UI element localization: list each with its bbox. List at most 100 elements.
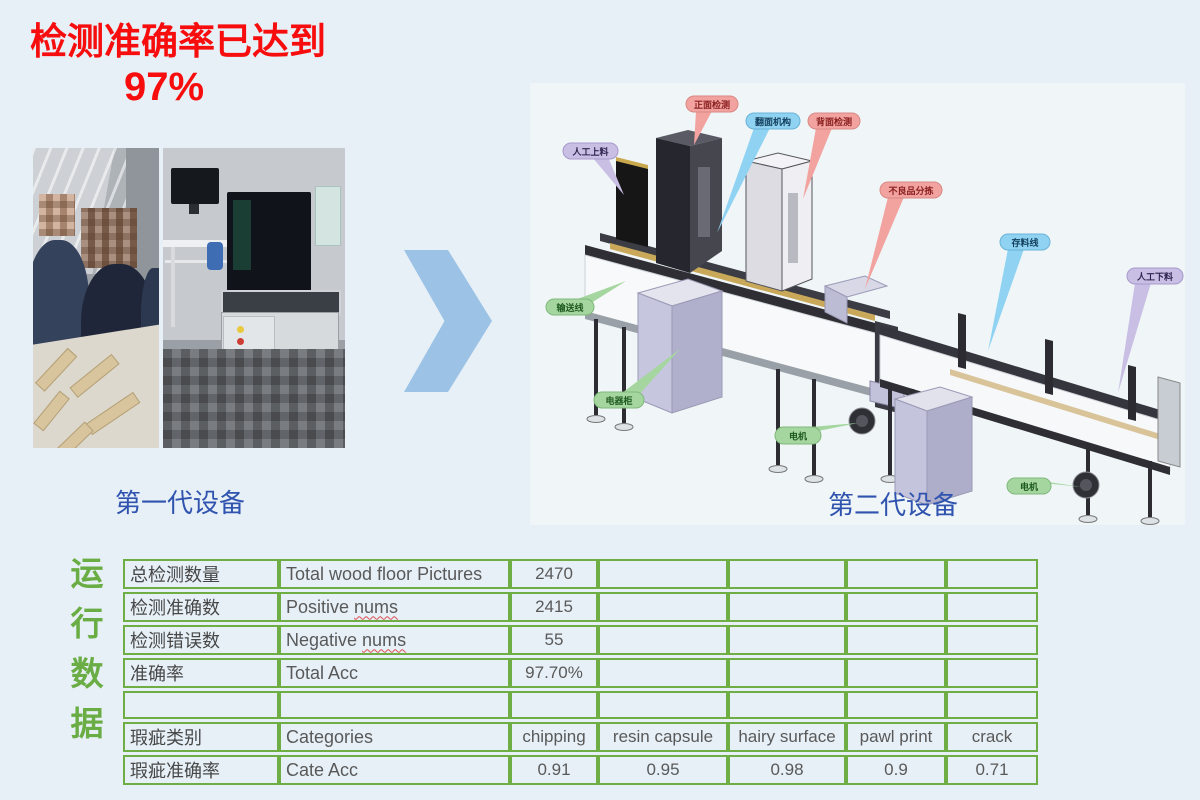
cell-value: [598, 625, 728, 655]
wood-plank: [51, 421, 94, 448]
first-generation-photo-right: [163, 148, 345, 448]
cell-value: hairy surface: [728, 722, 846, 752]
svg-text:正面检测: 正面检测: [694, 99, 730, 110]
cell-value: [598, 691, 728, 719]
cell-value: [728, 625, 846, 655]
desk-shelf: [163, 240, 235, 247]
red-button: [237, 338, 244, 345]
second-generation-caption: 第二代设备: [827, 490, 958, 520]
cell-value: [946, 559, 1038, 589]
front-detect-window: [698, 167, 710, 237]
row-label-zh: 瑕疵准确率: [123, 755, 279, 785]
motor-hub: [856, 415, 868, 427]
leveling-foot: [614, 423, 634, 431]
label-manual-unload: 人工下料: [1118, 267, 1184, 393]
front-detect-left: [656, 138, 690, 273]
svg-text:人工下料: 人工下料: [1136, 271, 1173, 282]
row-label-zh: 总检测数量: [123, 559, 279, 589]
pixelated-face: [39, 194, 75, 236]
machine-leg: [594, 319, 598, 415]
reject-module-front: [824, 285, 848, 324]
cell-value: [946, 658, 1038, 688]
label-manual-feed: 人工上料: [562, 142, 624, 195]
wall-board: [315, 186, 341, 246]
leveling-foot: [1140, 517, 1160, 525]
row-label-en: Categories: [279, 722, 510, 752]
wood-strip: [950, 369, 1170, 443]
unload-end-panel: [1157, 376, 1181, 468]
cell-value: [946, 625, 1038, 655]
label-front-detect: 正面检测: [685, 95, 739, 145]
table-row-empty: [123, 691, 1038, 719]
wood-plank: [69, 353, 120, 398]
back-detect-left: [745, 160, 783, 292]
cell-value: crack: [946, 722, 1038, 752]
cell-value: 55: [510, 625, 598, 655]
leveling-foot: [586, 415, 606, 423]
table-row: 瑕疵类别 Categories chipping resin capsule h…: [123, 722, 1038, 752]
cell-value: 97.70%: [510, 658, 598, 688]
table-row: 瑕疵准确率 Cate Acc 0.91 0.95 0.98 0.9 0.71: [123, 755, 1038, 785]
second-generation-diagram-panel: 人工上料 正面检测 翻面机构 背面检测 不良品分拣 存料线 人工下料 输送线 电: [530, 83, 1185, 525]
panel-highlight: [233, 200, 251, 270]
cell-value: [946, 592, 1038, 622]
cell-value: [846, 691, 946, 719]
divider-post: [958, 313, 966, 369]
run-data-vertical-title: 运行数据: [66, 556, 103, 756]
wood-table: [33, 321, 159, 448]
row-label-en: [279, 691, 510, 719]
cell-value: [598, 592, 728, 622]
row-label-zh: 准确率: [123, 658, 279, 688]
front-detect-top: [656, 130, 722, 146]
machine-leg: [776, 369, 780, 465]
first-generation-caption: 第一代设备: [114, 488, 245, 518]
svg-text:电机: 电机: [1020, 481, 1038, 492]
leveling-foot: [1078, 515, 1098, 523]
front-rail: [585, 245, 875, 333]
cell-value: [598, 658, 728, 688]
leveling-foot: [768, 465, 788, 473]
slide-title: 检测准确率已达到 97%: [30, 20, 326, 111]
svg-text:电器柜: 电器柜: [605, 395, 632, 406]
table-row: 准确率 Total Acc 97.70%: [123, 658, 1038, 688]
motor-hub: [1080, 479, 1092, 491]
label-electric-cabinet: 电器柜: [593, 349, 680, 409]
label-reject-sorting: 不良品分拣: [865, 181, 943, 289]
pixelated-face: [81, 208, 137, 268]
row-label-zh: 瑕疵类别: [123, 722, 279, 752]
feed-mesh-screen: [616, 161, 648, 247]
svg-text:翻面机构: 翻面机构: [755, 116, 791, 127]
leveling-foot: [804, 475, 824, 483]
back-detect-window: [788, 193, 798, 263]
cell-value: [846, 592, 946, 622]
svg-text:电机: 电机: [789, 431, 807, 442]
cell-value: resin capsule: [598, 722, 728, 752]
svg-text:输送线: 输送线: [556, 302, 583, 313]
label-motor-2: 电机: [1006, 477, 1082, 495]
cell-value: [728, 691, 846, 719]
svg-text:存料线: 存料线: [1011, 237, 1038, 248]
cell-value: [728, 559, 846, 589]
label-motor-1: 电机: [774, 423, 858, 445]
label-storage-line: 存料线: [988, 233, 1051, 351]
carpet-floor: [163, 349, 345, 448]
monitor-stand: [189, 204, 199, 214]
row-label-en: Total wood floor Pictures: [279, 559, 510, 589]
svg-text:人工上料: 人工上料: [571, 146, 608, 157]
cell-value: 0.71: [946, 755, 1038, 785]
divider-post: [1045, 339, 1053, 395]
row-label-zh: [123, 691, 279, 719]
cell-value: pawl print: [846, 722, 946, 752]
title-accuracy-value: 97%: [123, 64, 205, 109]
first-generation-photo-left: [33, 148, 159, 448]
machine-leg: [622, 327, 626, 423]
cell-value: [946, 691, 1038, 719]
label-flip-mechanism: 翻面机构: [717, 112, 801, 233]
svg-text:背面检测: 背面检测: [816, 116, 852, 127]
cell-value: [598, 559, 728, 589]
row-label-zh: 检测准确数: [123, 592, 279, 622]
machine-leg: [1148, 461, 1152, 517]
